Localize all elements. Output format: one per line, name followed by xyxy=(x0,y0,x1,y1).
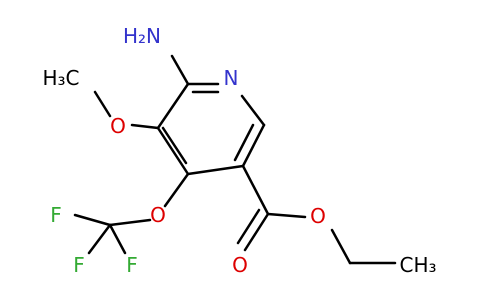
bond-carbonyl-oester xyxy=(266,212,307,219)
bond-cf3-f3 xyxy=(108,223,127,255)
bond-c2-nh2 xyxy=(170,54,190,86)
atom-f3: F xyxy=(126,253,138,277)
bond-carbonyl-o-b xyxy=(236,208,261,245)
atom-methoxy-o: O xyxy=(110,114,126,138)
bond-o-cf3 xyxy=(108,218,152,227)
bond-cf3-f2 xyxy=(87,223,112,255)
bond-c4-c3 xyxy=(156,126,190,176)
bond-c5-c4 xyxy=(186,164,245,176)
atom-f1: F xyxy=(50,203,62,227)
atom-ring-n: N xyxy=(224,66,239,90)
bond-n1-c6 xyxy=(240,94,266,127)
atom-terminal-ch3: CH₃ xyxy=(399,253,436,277)
atom-ether-o: O xyxy=(150,203,166,227)
bond-c5-carbonyl xyxy=(241,164,270,216)
bond-c6-c5-inner xyxy=(233,123,255,162)
bond-carbonyl-o-a xyxy=(243,212,270,252)
bond-c3-o xyxy=(130,123,160,130)
bond-c4-o xyxy=(163,172,190,208)
bond-oester-ch2 xyxy=(330,228,352,265)
atom-methyl-h3c: H₃C xyxy=(42,66,79,90)
atom-carbonyl-o: O xyxy=(232,253,248,277)
atom-ester-o: O xyxy=(310,204,326,228)
atom-h2n: H₂N xyxy=(123,24,161,48)
bond-c3-c2 xyxy=(156,82,190,130)
bond-lines xyxy=(73,54,397,265)
bond-cf3-f1 xyxy=(73,213,112,227)
bond-c4-c3-inner xyxy=(161,126,188,165)
atom-f2: F xyxy=(73,253,85,277)
bond-o-ch3 xyxy=(93,90,112,118)
bond-c6-c5 xyxy=(241,123,266,168)
